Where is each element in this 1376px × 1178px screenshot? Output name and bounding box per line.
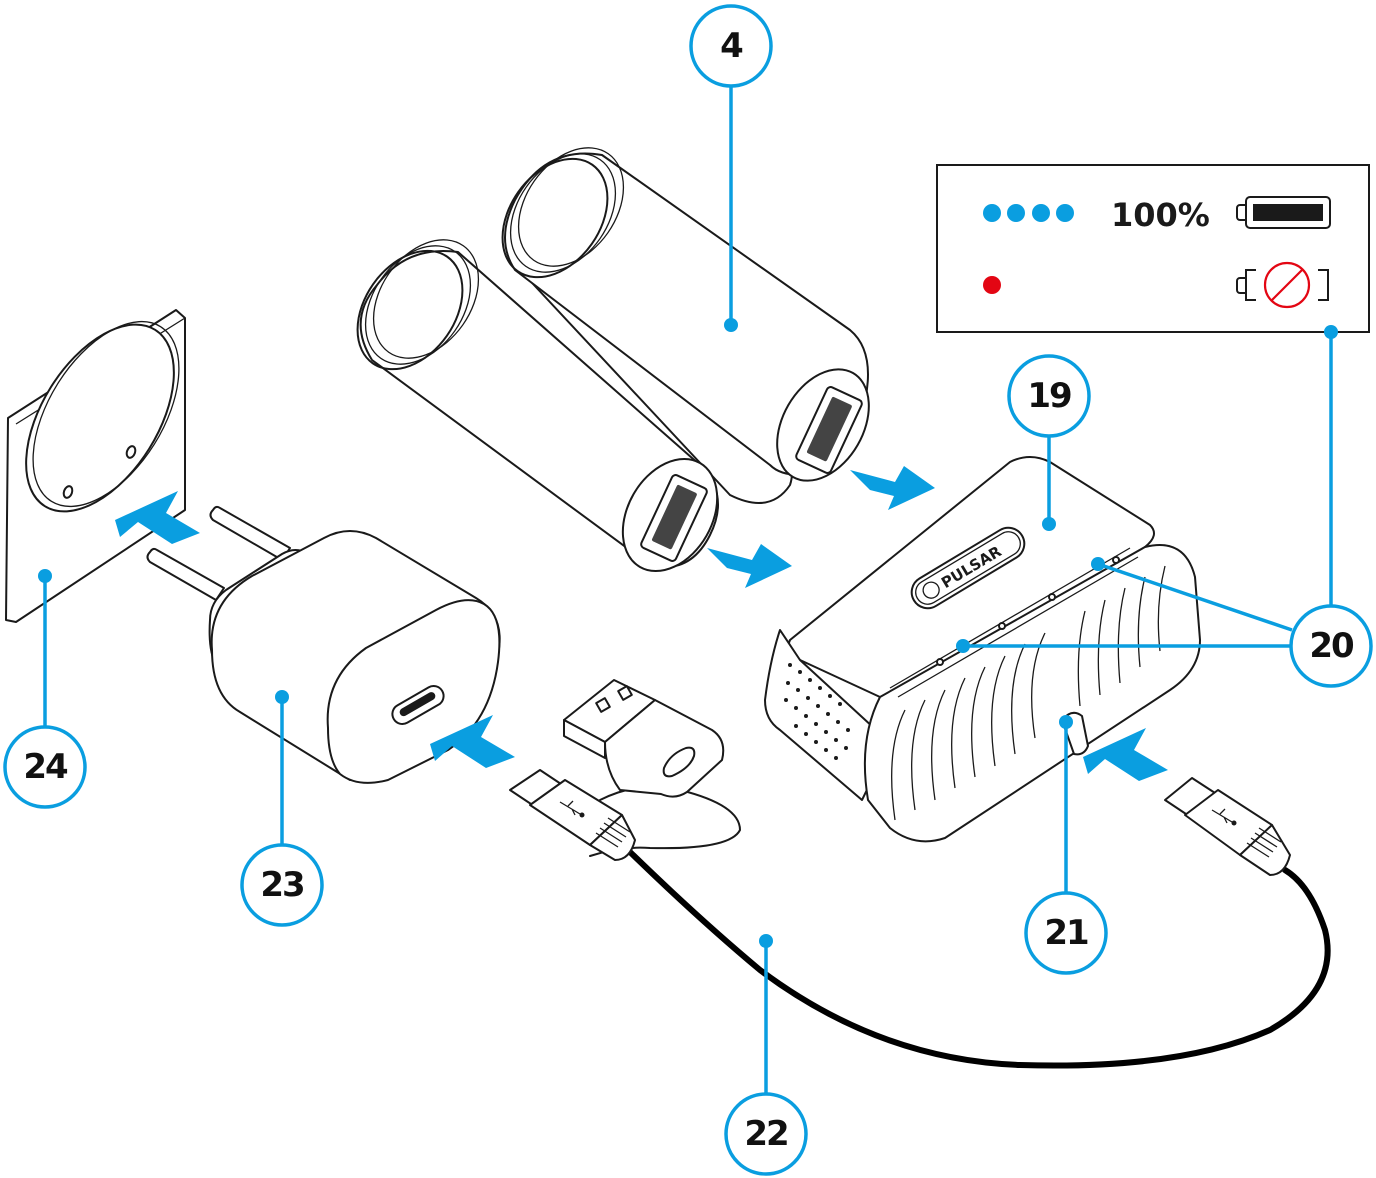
svg-text:24: 24 bbox=[23, 747, 68, 787]
svg-text:23: 23 bbox=[260, 865, 303, 905]
charger: PULSAR bbox=[764, 456, 1201, 843]
status-legend: 100% bbox=[936, 164, 1370, 333]
insert-arrow-adapter bbox=[430, 715, 515, 768]
battery-front bbox=[356, 239, 719, 573]
callout-21: 21 bbox=[1024, 715, 1108, 975]
led-dot bbox=[983, 204, 1001, 222]
legend-row-full: 100% bbox=[983, 196, 1331, 234]
callout-19: 19 bbox=[1007, 354, 1091, 531]
led-dot bbox=[1007, 204, 1025, 222]
usb-icon bbox=[559, 800, 585, 818]
led-dot bbox=[1056, 204, 1074, 222]
callout-20: 20 bbox=[956, 325, 1373, 688]
led-dot bbox=[1032, 204, 1050, 222]
blue-led-dots bbox=[983, 204, 1074, 222]
battery-error-icon bbox=[1236, 261, 1329, 309]
callout-24: 24 bbox=[3, 569, 87, 809]
vent-grill bbox=[784, 663, 850, 760]
insert-arrow-battery-rear bbox=[850, 466, 935, 510]
red-led-dot bbox=[983, 276, 1001, 294]
usb-plug-right bbox=[1164, 777, 1291, 876]
wall-socket bbox=[5, 309, 186, 623]
charge-percent-label: 100% bbox=[1111, 196, 1210, 234]
svg-text:21: 21 bbox=[1044, 913, 1088, 953]
usb-a-to-c-adapter bbox=[563, 679, 741, 857]
insert-arrow-charger bbox=[1083, 728, 1168, 781]
svg-text:19: 19 bbox=[1027, 376, 1071, 416]
battery-full-icon bbox=[1236, 196, 1331, 229]
charger-leds bbox=[936, 556, 1120, 666]
cooling-fins bbox=[891, 565, 1166, 821]
usb-cable bbox=[627, 849, 1331, 1069]
legend-row-error bbox=[983, 261, 1329, 309]
usb-plug-left bbox=[509, 769, 636, 861]
svg-text:20: 20 bbox=[1309, 626, 1354, 666]
callout-22: 22 bbox=[724, 934, 808, 1176]
callout-23: 23 bbox=[240, 690, 324, 927]
callout-4: 4 bbox=[689, 4, 773, 332]
insert-arrow-battery-front bbox=[707, 544, 792, 588]
battery-rear bbox=[501, 147, 870, 504]
svg-text:4: 4 bbox=[720, 26, 743, 66]
usb-icon bbox=[1211, 808, 1237, 826]
insert-arrow-socket bbox=[115, 491, 200, 544]
svg-text:22: 22 bbox=[744, 1114, 787, 1154]
